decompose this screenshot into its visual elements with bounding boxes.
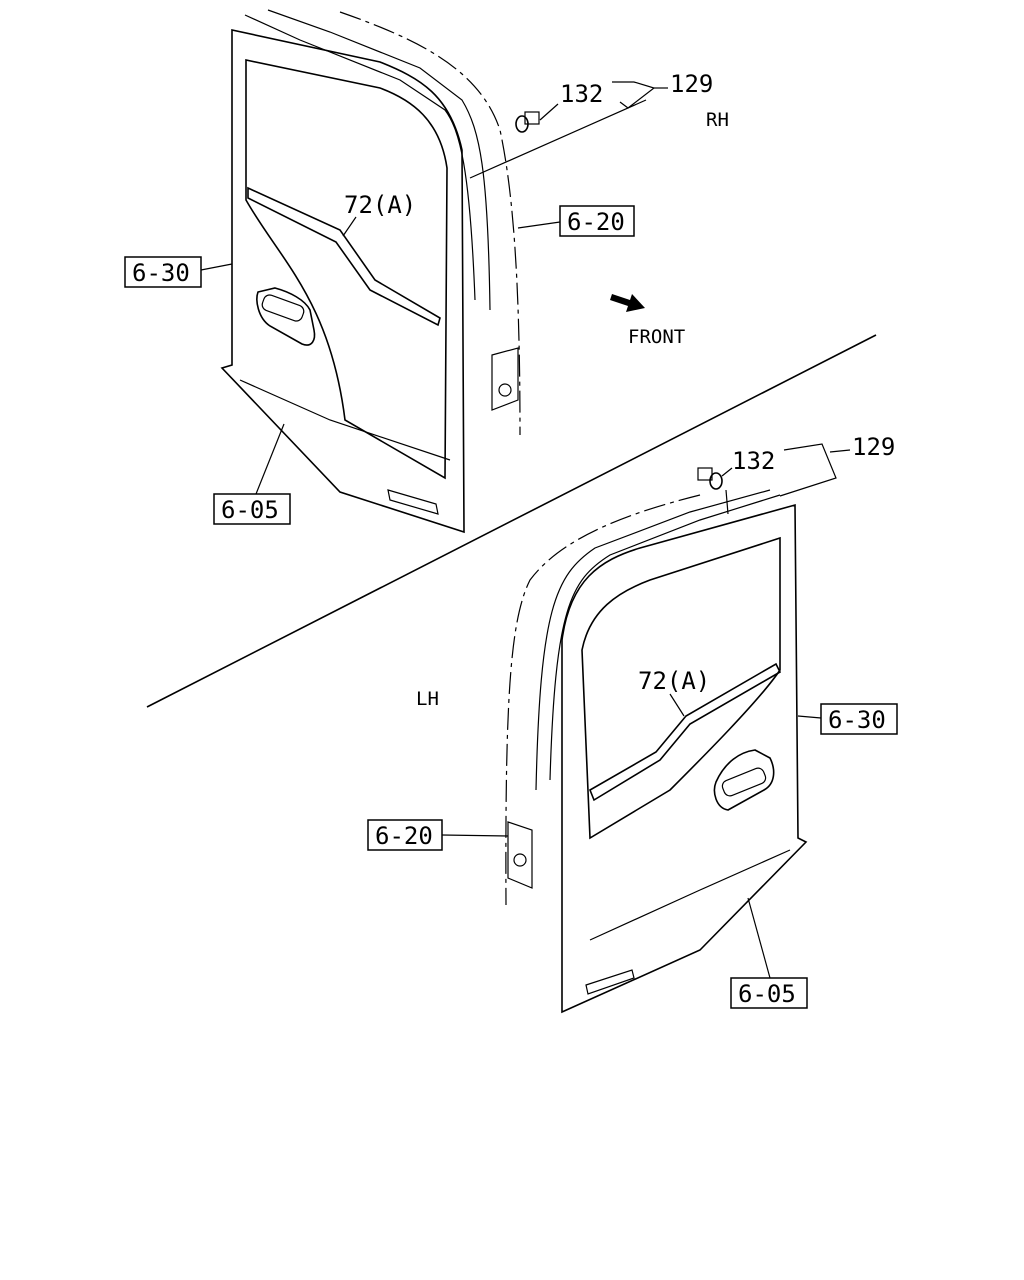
lh-bottom-trim <box>589 849 791 941</box>
rh-door-assembly <box>220 9 540 534</box>
rh-belt-molding <box>247 186 441 327</box>
lh-129-bracket <box>779 443 837 497</box>
rh-ref-6-30-box <box>124 256 202 288</box>
lh-hinge-hole <box>513 853 527 867</box>
lh-belt-molding <box>588 662 782 802</box>
rh-weatherstrip-top-2 <box>267 9 491 311</box>
lh-ref-6-20-label: 6-20 <box>375 822 433 850</box>
rh-clip-132 <box>515 111 540 133</box>
lh-part-132-label: 132 <box>732 447 775 475</box>
lh-129-leader <box>725 489 729 515</box>
lh-ref-6-20-box <box>367 819 443 851</box>
rh-ref-6-20-label: 6-20 <box>567 208 625 236</box>
lh-door-panel <box>561 503 808 1014</box>
lh-ref-6-30-label: 6-30 <box>828 706 886 734</box>
rh-part-72a-label: 72(A) <box>344 191 416 219</box>
lh-clip-132 <box>697 467 723 490</box>
rh-ref-6-05-label: 6-05 <box>221 496 279 524</box>
front-arrow-icon <box>610 294 645 312</box>
lh-door-assembly <box>505 467 808 1014</box>
section-divider <box>146 334 877 708</box>
rh-part-129-label: 129 <box>670 70 713 98</box>
lh-part-72a-label: 72(A) <box>638 667 710 695</box>
rh-part-132-label: 132 <box>560 80 603 108</box>
rh-callouts: 132 129 RH 72(A) 6-20 6-30 6-05 <box>124 70 729 525</box>
rh-weatherstrip-top <box>244 14 476 301</box>
lh-body-opening <box>505 494 701 906</box>
lh-weatherstrip-top <box>549 494 781 781</box>
rh-129-bracket <box>612 81 656 109</box>
lh-handle-grip <box>721 767 767 797</box>
lh-hinge-bracket <box>507 821 533 889</box>
rh-side-label: RH <box>706 109 729 131</box>
lh-side-label: LH <box>416 688 439 710</box>
rh-ref-6-20-box <box>559 205 635 237</box>
rh-window-frame <box>245 59 448 480</box>
lh-callouts: 132 129 LH 72(A) 6-30 6-20 6-05 <box>367 433 898 1009</box>
lh-ref-6-05-box <box>730 977 808 1009</box>
rh-door-panel <box>220 29 465 534</box>
rh-handle-grip <box>261 294 305 322</box>
rh-hinge-hole <box>498 383 512 397</box>
lh-part-129-label: 129 <box>852 433 895 461</box>
rh-129-leader <box>469 99 647 179</box>
front-label: FRONT <box>628 326 685 348</box>
rh-hinge-bracket <box>491 347 519 411</box>
lh-weatherstrip-top-2 <box>535 489 771 791</box>
lh-ref-6-30-box <box>820 703 898 735</box>
lh-door-handle <box>713 749 775 811</box>
lh-kickplate <box>585 969 635 995</box>
lh-window-frame <box>581 536 781 840</box>
rh-body-opening <box>339 11 521 436</box>
front-direction-indicator: FRONT <box>610 294 685 348</box>
lh-ref-6-05-label: 6-05 <box>738 980 796 1008</box>
rh-ref-6-05-box <box>213 493 291 525</box>
rh-door-handle <box>256 287 316 346</box>
rh-bottom-trim <box>239 379 451 461</box>
rh-kickplate <box>387 489 439 515</box>
rh-ref-6-30-label: 6-30 <box>132 259 190 287</box>
